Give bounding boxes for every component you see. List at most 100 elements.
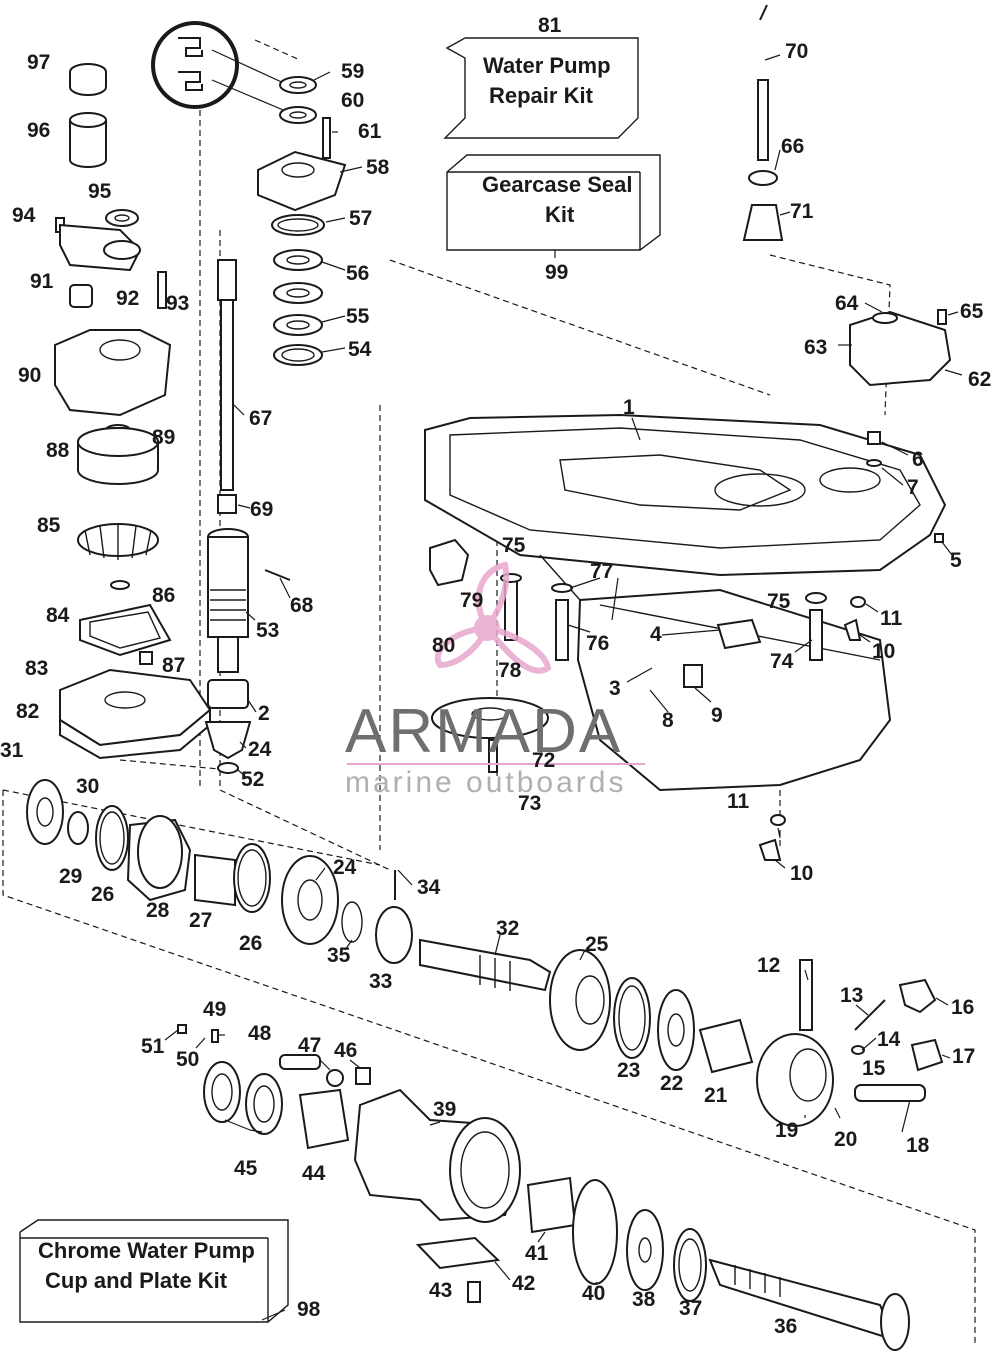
part-label: 30 xyxy=(76,775,99,798)
part-label: 83 xyxy=(25,657,48,680)
part-label: 85 xyxy=(37,514,61,537)
part-label: 62 xyxy=(968,368,991,391)
part-label: 52 xyxy=(241,768,264,791)
part-label: 28 xyxy=(146,899,170,922)
part-label: 66 xyxy=(781,135,804,158)
drive-shaft-parts xyxy=(204,76,347,774)
water-pump-kit-box: Water Pump Repair Kit xyxy=(443,37,639,139)
part-label: 69 xyxy=(250,498,273,521)
part-label: 10 xyxy=(790,862,813,885)
part-label: 79 xyxy=(460,589,483,612)
reverse-gear-row-parts xyxy=(177,1024,910,1351)
water-pump-parts xyxy=(54,63,212,760)
part-label: 75 xyxy=(502,534,526,557)
chrome-cup-kit-line1: Chrome Water Pump xyxy=(38,1238,255,1263)
leader-lines xyxy=(164,54,963,1321)
part-label: 70 xyxy=(785,40,808,63)
part-label: 27 xyxy=(189,909,212,932)
part-label: 5 xyxy=(950,549,962,572)
gearcase-seal-kit-line2: Kit xyxy=(545,202,575,227)
part-label: 8 xyxy=(662,709,674,732)
part-label: 65 xyxy=(960,300,984,323)
part-label: 26 xyxy=(91,883,114,906)
part-label: 16 xyxy=(951,996,974,1019)
part-label: 51 xyxy=(141,1035,165,1058)
part-label: 7 xyxy=(907,476,919,499)
part-label: 46 xyxy=(334,1039,357,1062)
part-label: 84 xyxy=(46,604,70,627)
part-label: 99 xyxy=(545,261,568,284)
part-label: 9 xyxy=(711,704,723,727)
watermark-brand: ARMADA xyxy=(345,697,622,766)
part-label: 64 xyxy=(835,292,859,315)
part-label: 67 xyxy=(249,407,272,430)
gearcase-housing xyxy=(424,413,947,792)
part-label: 93 xyxy=(166,292,189,315)
part-label: 33 xyxy=(369,970,392,993)
armada-watermark: ARMADA marine outboards xyxy=(345,561,645,799)
part-label: 71 xyxy=(790,200,814,223)
part-label: 35 xyxy=(327,944,351,967)
part-label: 68 xyxy=(290,594,314,617)
part-label: 78 xyxy=(498,659,522,682)
part-label: 96 xyxy=(27,119,50,142)
watermark-tagline: marine outboards xyxy=(345,766,626,799)
part-label: 42 xyxy=(512,1272,535,1295)
part-label: 56 xyxy=(346,262,369,285)
part-label: 77 xyxy=(590,560,613,583)
gearcase-seal-kit-line1: Gearcase Seal xyxy=(482,172,632,197)
part-label: 94 xyxy=(12,204,36,227)
part-label: 75 xyxy=(767,590,791,613)
chrome-cup-kit-box: Chrome Water Pump Cup and Plate Kit xyxy=(19,1219,289,1323)
gearcase-seal-kit-box: Gearcase Seal Kit xyxy=(446,154,661,251)
part-label: 17 xyxy=(952,1045,975,1068)
part-label: 2 xyxy=(258,702,270,725)
part-label: 31 xyxy=(0,739,24,762)
part-label: 37 xyxy=(679,1297,702,1320)
part-label: 98 xyxy=(297,1298,321,1321)
part-label: 36 xyxy=(774,1315,797,1338)
part-label: 92 xyxy=(116,287,139,310)
part-label: 82 xyxy=(16,700,39,723)
part-label: 41 xyxy=(525,1242,549,1265)
part-label: 1 xyxy=(623,396,635,419)
propeller-shaft-row-parts xyxy=(26,779,552,992)
part-label: 43 xyxy=(429,1279,452,1302)
part-label: 54 xyxy=(348,338,372,361)
part-label: 11 xyxy=(880,607,903,630)
part-label: 14 xyxy=(877,1028,901,1051)
part-label: 61 xyxy=(358,120,382,143)
part-label: 24 xyxy=(248,738,272,761)
middle-parts xyxy=(429,538,866,861)
part-label: 91 xyxy=(30,270,54,293)
forward-gear-row-parts xyxy=(549,949,944,1127)
part-label: 55 xyxy=(346,305,370,328)
part-label: 29 xyxy=(59,865,82,888)
part-label: 22 xyxy=(660,1072,683,1095)
part-label: 90 xyxy=(18,364,41,387)
part-label: 4 xyxy=(650,623,662,646)
part-label: 23 xyxy=(617,1059,640,1082)
part-label: 26 xyxy=(239,932,262,955)
part-label: 6 xyxy=(912,448,924,471)
part-label: 38 xyxy=(632,1288,656,1311)
shift-rod-parts xyxy=(742,4,952,543)
part-label: 20 xyxy=(834,1128,857,1151)
part-label: 44 xyxy=(302,1162,326,1185)
part-label: 81 xyxy=(538,14,562,37)
part-label: 59 xyxy=(341,60,364,83)
part-label: 74 xyxy=(770,650,794,673)
part-label: 3 xyxy=(609,677,621,700)
part-label: 49 xyxy=(203,998,226,1021)
part-label: 80 xyxy=(432,634,455,657)
part-label: 39 xyxy=(433,1098,456,1121)
part-label: 48 xyxy=(248,1022,272,1045)
part-label: 34 xyxy=(417,876,441,899)
part-label: 73 xyxy=(518,792,541,815)
part-label: 88 xyxy=(46,439,70,462)
part-label: 40 xyxy=(582,1282,605,1305)
part-label: 15 xyxy=(862,1057,886,1080)
part-label: 11 xyxy=(727,790,750,813)
water-pump-kit-line1: Water Pump xyxy=(483,53,611,78)
